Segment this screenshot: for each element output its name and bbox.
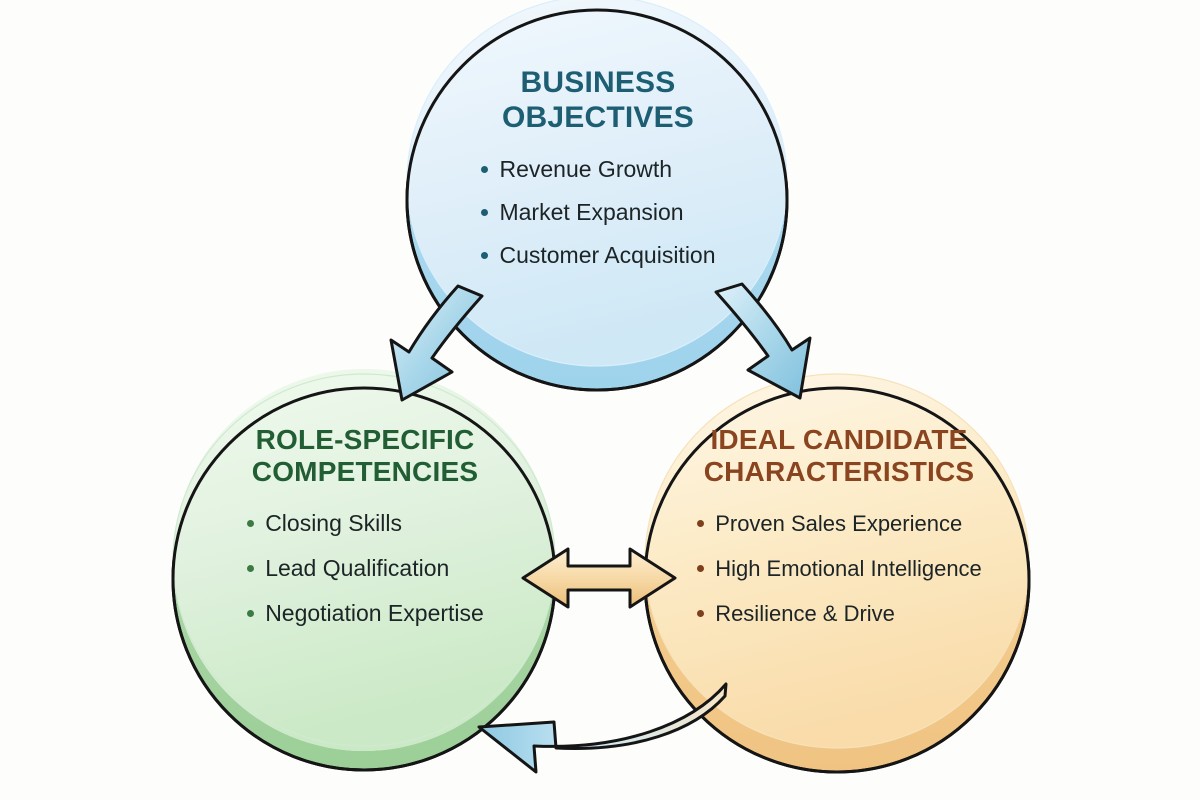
- arrow-ideal-to-role[interactable]: [477, 682, 728, 774]
- circle-business-objectives[interactable]: [405, 0, 789, 392]
- circle-role-specific-competencies[interactable]: [171, 369, 557, 772]
- arrow-role-ideal-bidirectional[interactable]: [521, 547, 677, 609]
- arrow-business-to-role[interactable]: [389, 284, 484, 402]
- arrow-business-to-ideal[interactable]: [714, 282, 812, 400]
